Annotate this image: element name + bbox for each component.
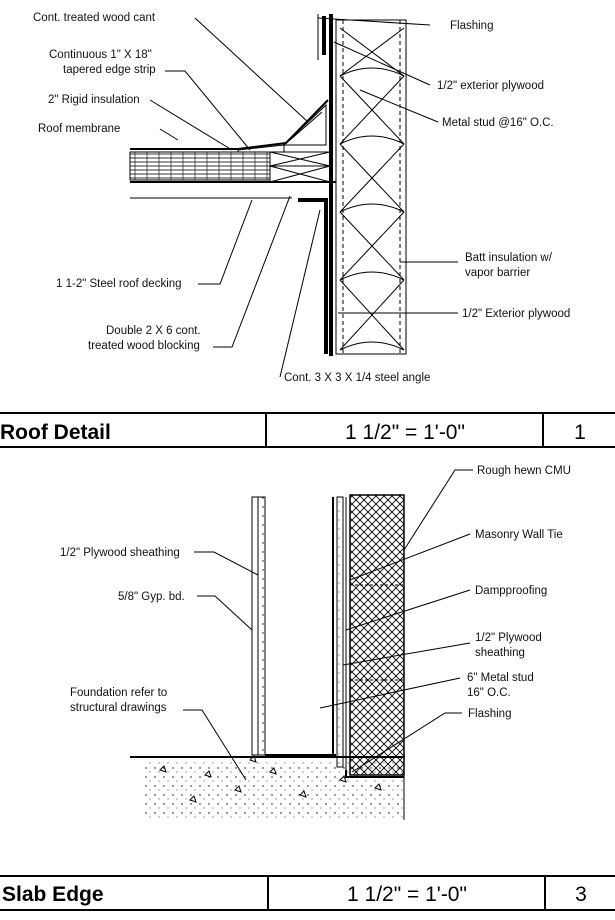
label-exterior-plywood-2: 1/2" Exterior plywood — [462, 308, 570, 320]
label-cmu: Rough hewn CMU — [477, 465, 571, 477]
label-edge-strip-2: tapered edge strip — [63, 64, 156, 76]
label-exterior-plywood: 1/2" exterior plywood — [437, 80, 544, 92]
roof-detail-number: 1 — [574, 421, 586, 444]
roof-steel-angle — [298, 198, 328, 354]
roof-wall-batt-insulation — [335, 19, 407, 355]
slab-edge-drawing — [130, 494, 405, 820]
label-plywood-left: 1/2" Plywood sheathing — [60, 547, 180, 559]
label-edge-strip-1: Continuous 1" X 18" — [49, 49, 152, 61]
roof-rigid-insulation — [129, 151, 271, 181]
slab-labels: Rough hewn CMU Masonry Wall Tie Dampproo… — [60, 465, 571, 720]
label-slab-flashing: Flashing — [468, 708, 511, 720]
label-steel-decking: 1 1-2" Steel roof decking — [56, 278, 182, 290]
label-metal-stud-1: 6" Metal stud — [467, 672, 534, 684]
label-batt-2: vapor barrier — [465, 267, 530, 279]
slab-flashing — [345, 770, 404, 778]
slab-leader-lines — [183, 469, 473, 781]
roof-detail-title: Roof Detail — [0, 421, 111, 444]
roof-wood-blocking — [269, 151, 331, 183]
label-blocking-1: Double 2 X 6 cont. — [106, 325, 201, 337]
label-plywood-right-2: sheathing — [475, 647, 525, 659]
label-metal-stud: Metal stud @16" O.C. — [442, 117, 554, 129]
roof-detail-scale: 1 1/2" = 1'-0" — [345, 421, 465, 444]
slab-edge-scale: 1 1/2" = 1'-0" — [347, 883, 467, 906]
label-metal-stud-2: 16" O.C. — [467, 687, 511, 699]
label-batt-1: Batt insulation w/ — [465, 252, 553, 264]
slab-right-wall — [332, 496, 347, 770]
roof-labels: Cont. treated wood cant Continuous 1" X … — [33, 12, 570, 384]
label-foundation-2: structural drawings — [70, 702, 167, 714]
label-plywood-right-1: 1/2" Plywood — [475, 632, 542, 644]
label-dampproofing: Dampproofing — [475, 585, 547, 597]
slab-title-block: Slab Edge 1 1/2" = 1'-0" 3 — [0, 875, 615, 911]
roof-leader-lines — [149, 17, 458, 378]
label-wall-tie: Masonry Wall Tie — [475, 529, 563, 541]
roof-steel-decking — [130, 181, 336, 199]
slab-edge-number: 3 — [575, 883, 587, 906]
label-gyp-board: 5/8" Gyp. bd. — [118, 591, 185, 603]
roof-detail-drawing — [129, 14, 407, 356]
label-foundation-1: Foundation refer to — [70, 687, 167, 699]
slab-ground — [130, 755, 405, 820]
label-roof-membrane: Roof membrane — [38, 123, 120, 135]
label-roof-flashing: Flashing — [450, 20, 493, 32]
label-steel-angle: Cont. 3 X 3 X 1/4 steel angle — [284, 372, 430, 384]
roof-wood-cant — [282, 103, 327, 146]
slab-edge-title: Slab Edge — [2, 883, 104, 906]
label-blocking-2: treated wood blocking — [88, 340, 200, 352]
roof-title-block: Roof Detail 1 1/2" = 1'-0" 1 — [0, 412, 615, 448]
label-rigid-insulation: 2" Rigid insulation — [48, 94, 140, 106]
label-wood-cant: Cont. treated wood cant — [33, 12, 156, 24]
slab-cmu-wall — [349, 494, 405, 776]
roof-flashing — [317, 14, 326, 60]
slab-left-wall — [251, 496, 336, 756]
